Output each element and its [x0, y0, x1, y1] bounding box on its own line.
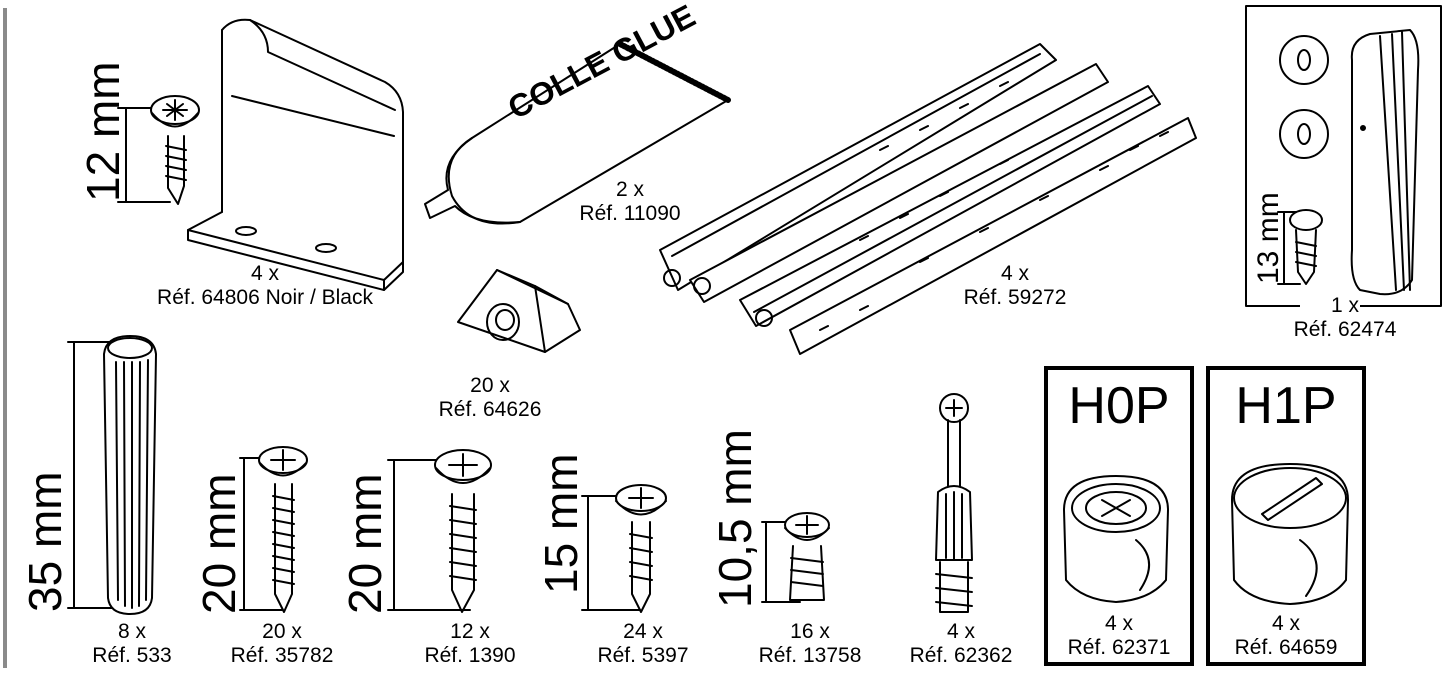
dim-screw-13758: 10,5 mm: [709, 429, 761, 608]
part-ref: Réf. 64659: [1234, 636, 1338, 659]
dim-screw-5397: 15 mm: [535, 453, 587, 594]
page-margin-rule: [3, 8, 7, 668]
part-label-62371: 4 x Réf. 62371: [1048, 612, 1190, 660]
part-label-11090: 2 x Réf. 11090: [560, 178, 700, 226]
part-qty: 24 x: [623, 620, 663, 643]
part-qty: 4 x: [1104, 612, 1133, 635]
screw-13758-drawing: [761, 512, 830, 603]
part-qty: 20 x: [262, 620, 302, 643]
part-label-64626: 20 x Réf. 64626: [420, 374, 560, 422]
screw-1390-drawing: [387, 449, 492, 613]
part-qty: 1 x: [1330, 294, 1359, 317]
part-label-13758: 16 x Réf. 13758: [740, 620, 880, 668]
cam-h1p-box: H1P: [1206, 366, 1366, 666]
connector-bolt-drawing: [935, 393, 973, 613]
l-bracket-drawing: [187, 18, 404, 291]
part-ref: Réf. 64806 Noir / Black: [157, 286, 373, 309]
part-qty: 8 x: [117, 620, 146, 643]
dim-small-screw: 13 mm: [1252, 192, 1285, 284]
cam-h0p-drawing: [1063, 475, 1169, 603]
part-label-5397: 24 x Réf. 5397: [578, 620, 708, 668]
part-ref: Réf. 1390: [424, 644, 516, 667]
part-label-59272: 4 x Réf. 59272: [945, 262, 1085, 310]
part-ref: Réf. 35782: [230, 644, 334, 667]
part-label-35782: 20 x Réf. 35782: [212, 620, 352, 668]
glide-kit-drawing: [1245, 5, 1442, 307]
glue-tube-drawing: [424, 41, 731, 225]
part-qty: 4 x: [946, 620, 975, 643]
part-qty: 12 x: [450, 620, 490, 643]
dim-screw-1390: 20 mm: [339, 473, 391, 614]
part-ref: Réf. 64626: [438, 398, 542, 421]
part-label-64806: 4 x Réf. 64806 Noir / Black: [140, 262, 390, 310]
dowel-drawing: [67, 335, 157, 615]
label-mask: [1300, 295, 1360, 319]
part-label-64659: 4 x Réf. 64659: [1210, 612, 1362, 660]
cam-h1p-code: H1P: [1235, 377, 1337, 435]
part-qty: 4 x: [250, 262, 279, 285]
part-qty: 2 x: [615, 178, 644, 201]
part-qty: 20 x: [470, 374, 510, 397]
drawer-runners-drawing: [659, 43, 1197, 355]
cam-h0p-code: H0P: [1068, 377, 1170, 435]
part-ref: Réf. 11090: [579, 202, 681, 225]
part-label-62474: 1 x Réf. 62474: [1275, 294, 1415, 342]
corner-block-drawing: [457, 269, 581, 353]
part-ref: Réf. 13758: [758, 644, 862, 667]
bracket-screw-drawing: [117, 95, 200, 205]
part-ref: Réf. 59272: [963, 286, 1067, 309]
dim-screw-35782: 20 mm: [193, 473, 245, 614]
dim-dowel: 35 mm: [19, 471, 71, 612]
part-label-533: 8 x Réf. 533: [72, 620, 192, 668]
part-ref: Réf. 62474: [1293, 318, 1397, 341]
part-ref: Réf. 62362: [909, 644, 1013, 667]
part-ref: Réf. 533: [92, 644, 172, 667]
screw-35782-drawing: [239, 446, 308, 613]
cam-h0p-box: H0P: [1044, 366, 1194, 666]
part-ref: Réf. 5397: [597, 644, 689, 667]
part-qty: 4 x: [1271, 612, 1300, 635]
part-ref: Réf. 62371: [1067, 636, 1171, 659]
part-label-62362: 4 x Réf. 62362: [886, 620, 1036, 668]
part-qty: 16 x: [790, 620, 830, 643]
dim-bracket-screw: 12 mm: [77, 61, 129, 202]
screw-5397-drawing: [581, 484, 667, 613]
part-qty: 4 x: [1000, 262, 1029, 285]
part-label-1390: 12 x Réf. 1390: [400, 620, 540, 668]
cam-h1p-drawing: [1231, 463, 1349, 605]
